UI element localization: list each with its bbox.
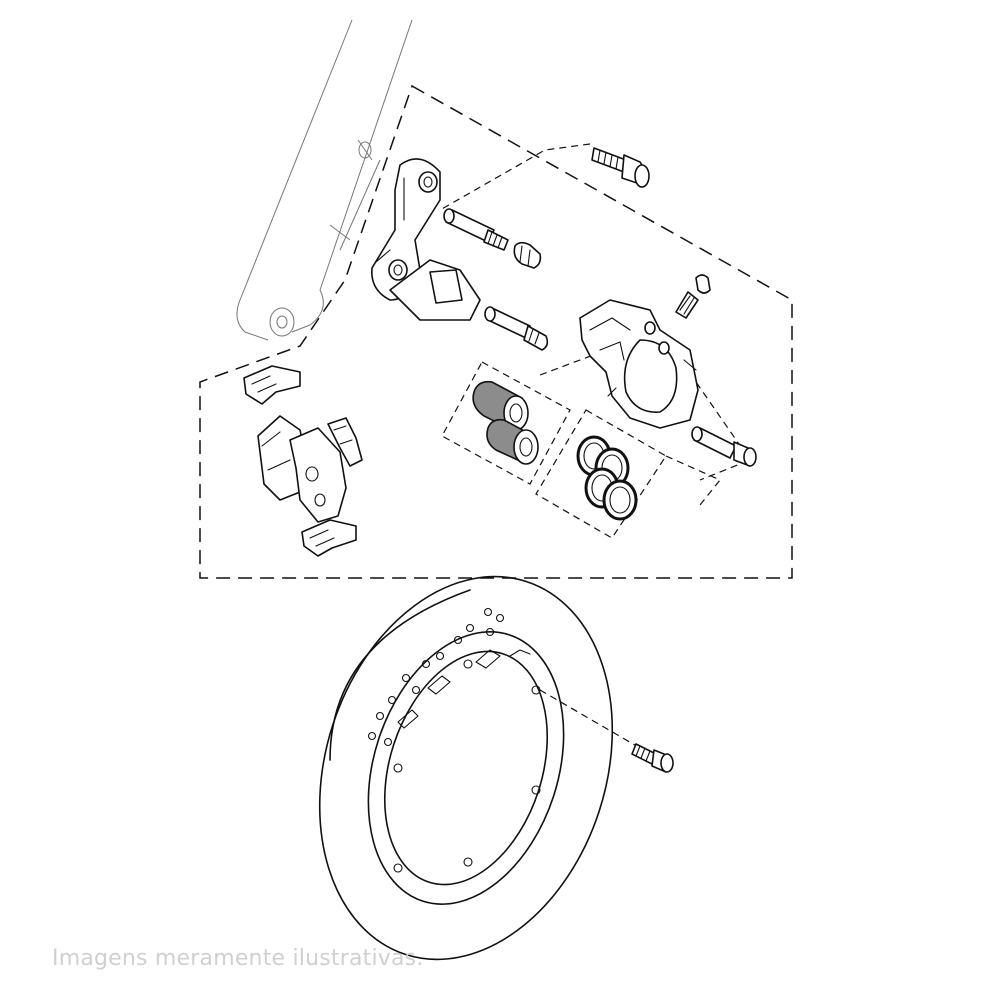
slide-pin-lower <box>484 306 549 351</box>
slide-pin-upper <box>443 208 509 251</box>
seal-leader-line <box>665 455 721 506</box>
caliper-bracket <box>371 158 481 321</box>
fork-leg <box>236 19 413 341</box>
bolt-leader-line <box>439 143 591 211</box>
piston-kit <box>441 361 571 485</box>
bleed-screw <box>675 274 711 319</box>
pad-retainer-clip-upper <box>243 365 301 405</box>
pad-spring-clip <box>327 417 363 467</box>
pin-boot <box>513 241 542 269</box>
caliper-bolt-lower <box>691 426 757 467</box>
disc-bolt <box>631 743 674 773</box>
mounting-bolt-top <box>591 147 650 188</box>
assembly-dashed-outline <box>199 84 793 579</box>
disclaimer-caption: Imagens meramente ilustrativas. <box>52 946 424 971</box>
seal-kit <box>535 409 667 539</box>
brake-pads <box>257 415 347 523</box>
brake-disc <box>318 575 614 961</box>
caliper-body <box>579 299 699 429</box>
pad-retainer-clip-lower <box>301 519 357 557</box>
disc-bolt-leader <box>539 689 641 749</box>
